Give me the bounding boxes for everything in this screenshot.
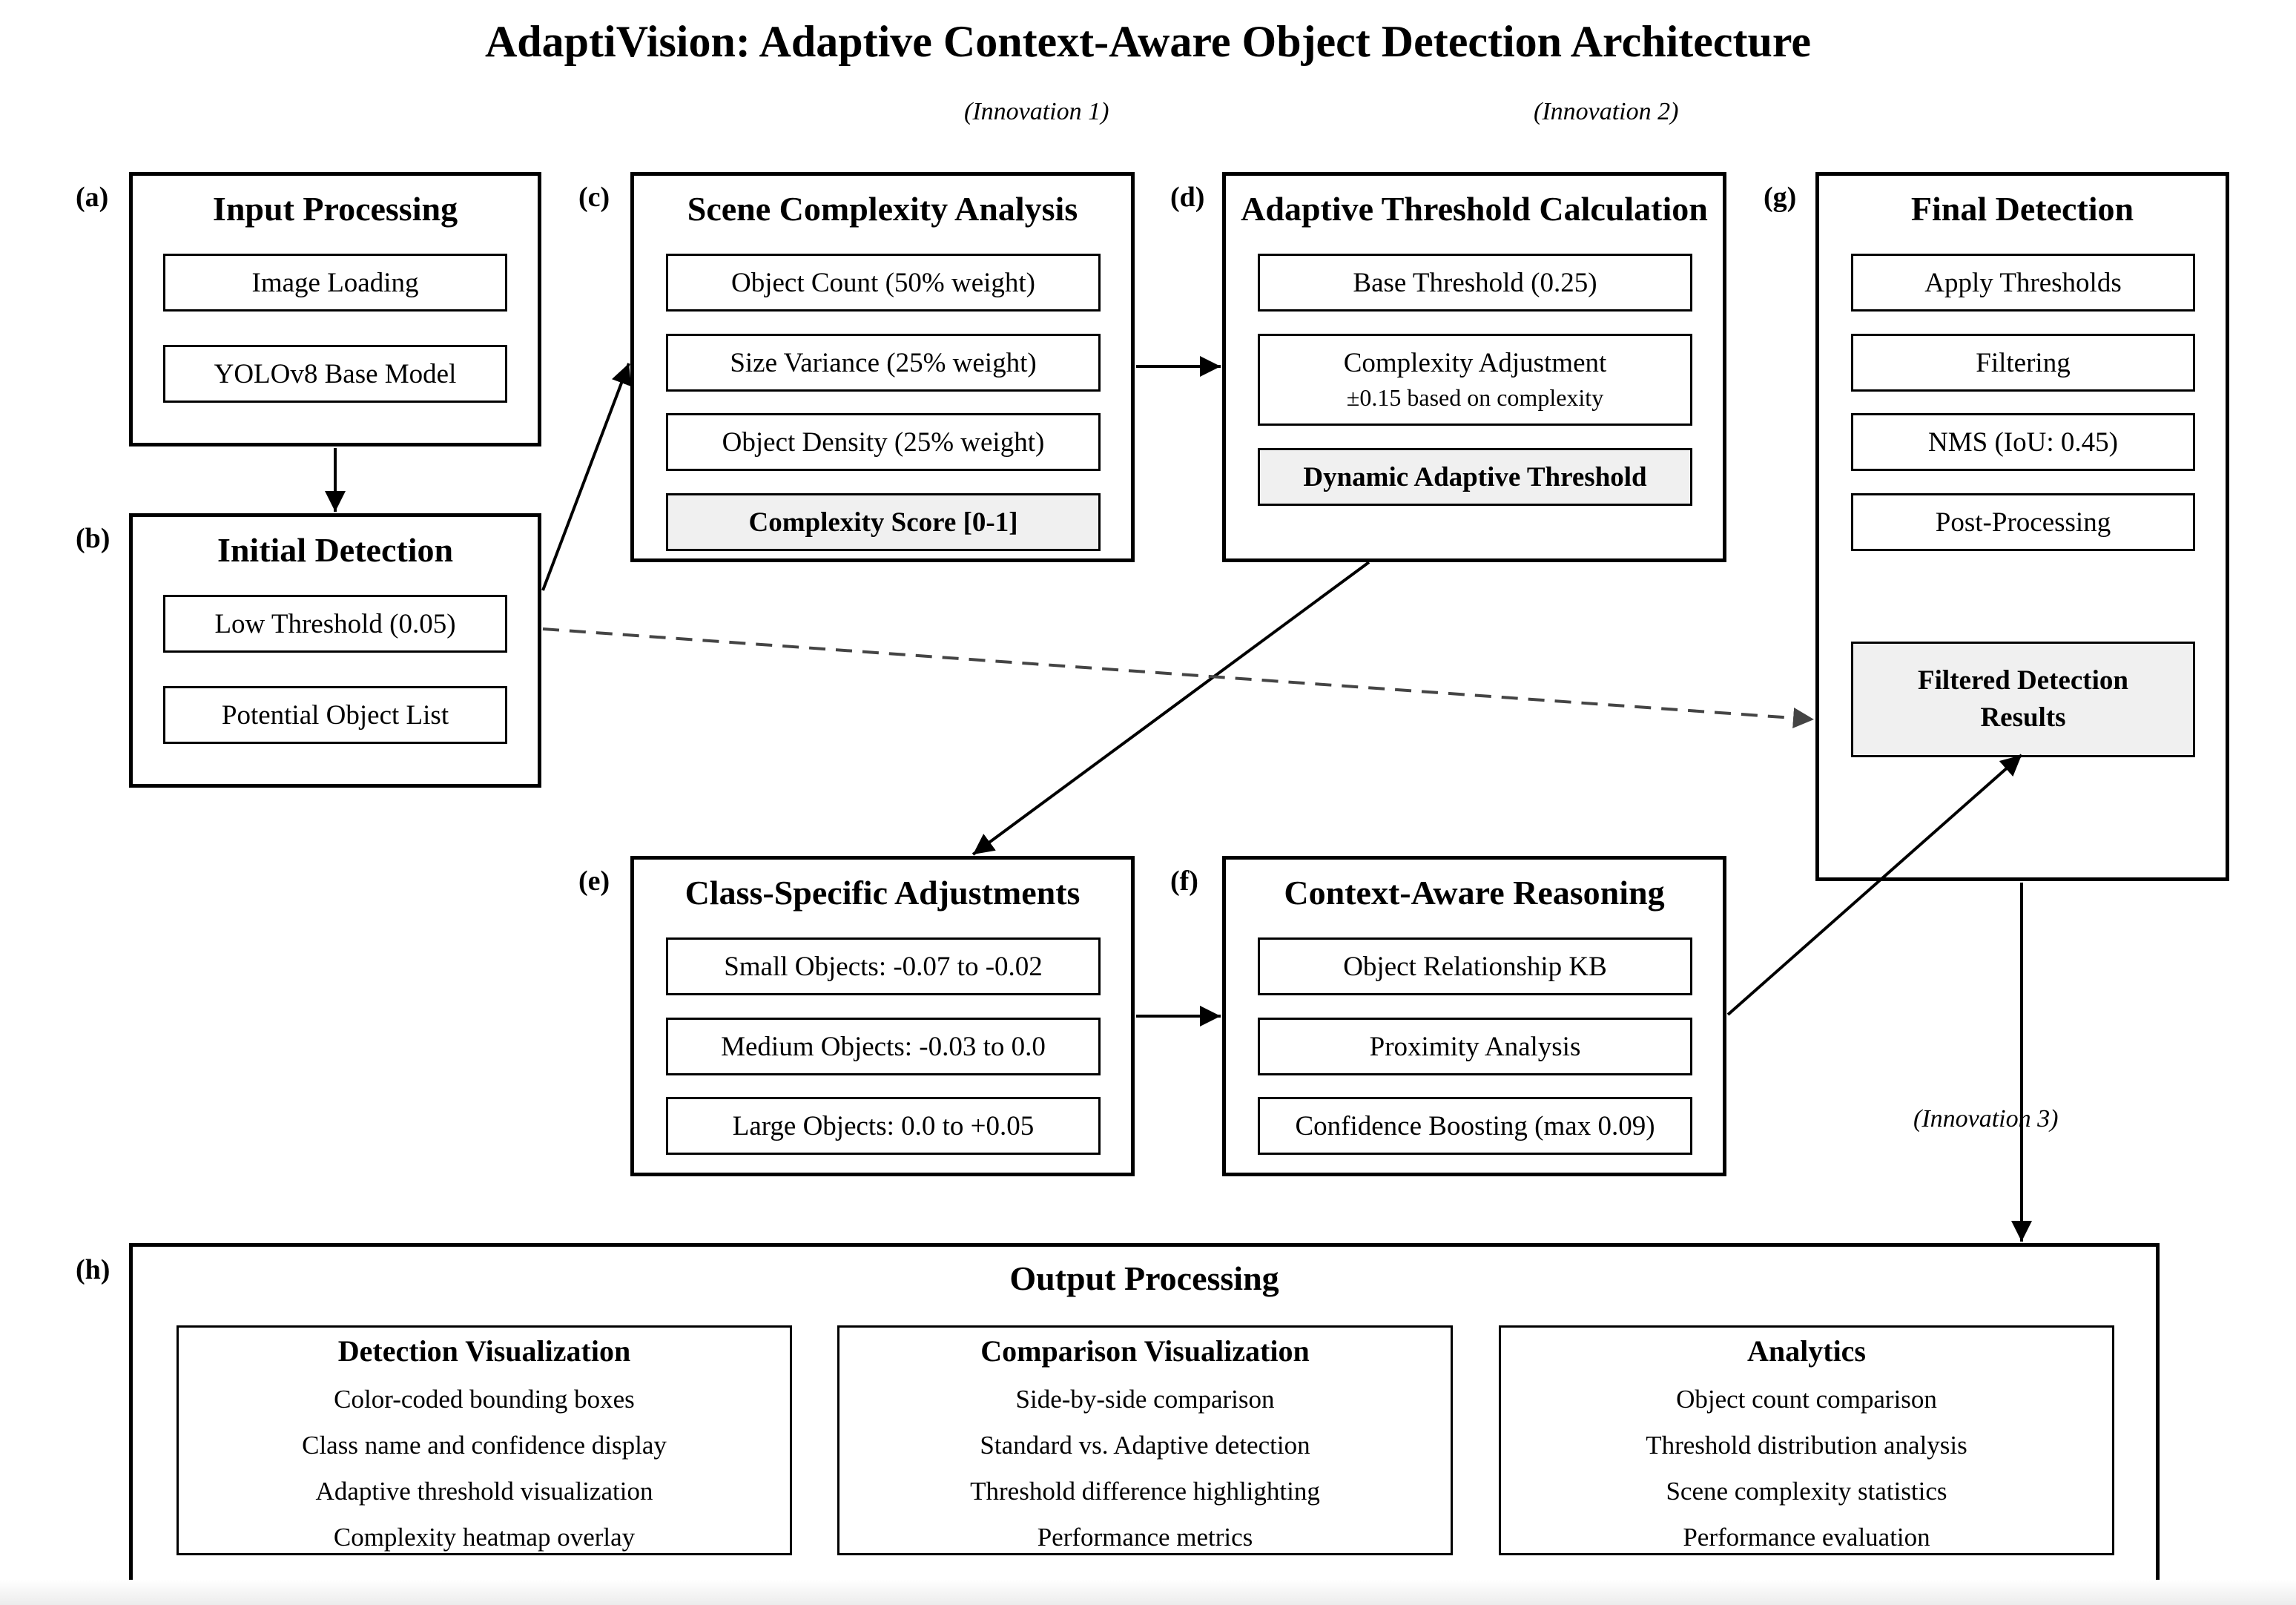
output-line: Class name and confidence display (302, 1431, 667, 1460)
item-base-threshold: Base Threshold (0.25) (1258, 254, 1692, 312)
item-image-loading: Image Loading (163, 254, 507, 312)
output-comparison-visualization: Comparison Visualization Side-by-side co… (837, 1325, 1453, 1555)
arrow-d-to-e (971, 561, 1370, 856)
item-line-2: Results (1980, 702, 2066, 733)
output-line: Color-coded bounding boxes (334, 1385, 635, 1414)
panel-final-detection: Final Detection Apply Thresholds Filteri… (1815, 172, 2229, 881)
item-nms: NMS (IoU: 0.45) (1851, 413, 2195, 471)
arrow-b-to-g-dashed (542, 627, 1815, 728)
output-column-title: Comparison Visualization (980, 1334, 1310, 1368)
output-line: Complexity heatmap overlay (333, 1523, 636, 1552)
arrow-f-to-g (1726, 754, 2023, 1016)
item-complexity-score: Complexity Score [0-1] (666, 493, 1101, 551)
diagram-title: AdaptiVision: Adaptive Context-Aware Obj… (484, 17, 1812, 66)
panel-title: Adaptive Threshold Calculation (1241, 190, 1708, 228)
output-line: Threshold difference highlighting (970, 1477, 1320, 1506)
panel-tag-d: (d) (1170, 182, 1205, 213)
panel-class-specific-adjustments: Class-Specific Adjustments Small Objects… (630, 856, 1135, 1176)
panel-title: Scene Complexity Analysis (687, 190, 1078, 228)
output-line: Side-by-side comparison (1015, 1385, 1275, 1414)
panel-initial-detection: Initial Detection Low Threshold (0.05) P… (129, 513, 541, 788)
item-apply-thresholds: Apply Thresholds (1851, 254, 2195, 312)
output-column-title: Detection Visualization (337, 1334, 631, 1368)
item-filtered-detection-results: Filtered Detection Results (1851, 642, 2195, 757)
item-object-density: Object Density (25% weight) (666, 413, 1101, 471)
panel-tag-g: (g) (1764, 182, 1797, 213)
panel-tag-a: (a) (76, 182, 109, 213)
panel-title: Context-Aware Reasoning (1284, 874, 1665, 912)
item-small-objects: Small Objects: -0.07 to -0.02 (666, 937, 1101, 995)
item-confidence-boosting: Confidence Boosting (max 0.09) (1258, 1097, 1692, 1155)
innovation-2-label: (Innovation 2) (1534, 98, 1679, 125)
panel-tag-e: (e) (578, 866, 610, 897)
innovation-3-label: (Innovation 3) (1913, 1105, 2059, 1133)
panel-adaptive-threshold-calculation: Adaptive Threshold Calculation Base Thre… (1222, 172, 1726, 562)
panel-input-processing: Input Processing Image Loading YOLOv8 Ba… (129, 172, 541, 446)
panel-scene-complexity-analysis: Scene Complexity Analysis Object Count (… (630, 172, 1135, 562)
output-line: Performance evaluation (1683, 1523, 1930, 1552)
output-line: Performance metrics (1037, 1523, 1253, 1552)
output-line: Standard vs. Adaptive detection (980, 1431, 1310, 1460)
panel-title: Final Detection (1910, 190, 2134, 228)
panel-context-aware-reasoning: Context-Aware Reasoning Object Relations… (1222, 856, 1726, 1176)
item-proximity-analysis: Proximity Analysis (1258, 1018, 1692, 1075)
output-line: Scene complexity statistics (1666, 1477, 1947, 1506)
panel-tag-c: (c) (578, 182, 610, 213)
panel-title: Class-Specific Adjustments (684, 874, 1081, 912)
panel-title: Input Processing (212, 190, 458, 228)
item-post-processing: Post-Processing (1851, 493, 2195, 551)
item-filtering: Filtering (1851, 334, 2195, 392)
item-line-1: Filtered Detection (1918, 665, 2128, 696)
output-analytics: Analytics Object count comparison Thresh… (1499, 1325, 2114, 1555)
item-sub-text: ±0.15 based on complexity (1346, 384, 1604, 412)
output-line: Object count comparison (1676, 1385, 1937, 1414)
panel-tag-h: (h) (76, 1254, 110, 1285)
item-medium-objects: Medium Objects: -0.03 to 0.0 (666, 1018, 1101, 1075)
item-main-text: Complexity Adjustment (1343, 348, 1607, 379)
output-line: Adaptive threshold visualization (315, 1477, 653, 1506)
arrow-b-to-c (541, 363, 632, 591)
innovation-1-label: (Innovation 1) (964, 98, 1109, 125)
panel-title: Output Processing (1009, 1259, 1279, 1297)
item-dynamic-adaptive-threshold: Dynamic Adaptive Threshold (1258, 448, 1692, 506)
item-low-threshold: Low Threshold (0.05) (163, 595, 507, 653)
panel-tag-f: (f) (1170, 866, 1198, 897)
item-potential-object-list: Potential Object List (163, 686, 507, 744)
panel-title: Initial Detection (217, 531, 454, 569)
bottom-edge-shade (0, 1580, 2296, 1605)
output-detection-visualization: Detection Visualization Color-coded boun… (177, 1325, 792, 1555)
panel-tag-b: (b) (76, 523, 110, 554)
item-object-count: Object Count (50% weight) (666, 254, 1101, 312)
item-size-variance: Size Variance (25% weight) (666, 334, 1101, 392)
panel-output-processing: Output Processing Detection Visualizatio… (129, 1243, 2160, 1587)
item-object-relationship-kb: Object Relationship KB (1258, 937, 1692, 995)
item-large-objects: Large Objects: 0.0 to +0.05 (666, 1097, 1101, 1155)
output-line: Threshold distribution analysis (1646, 1431, 1967, 1460)
item-yolov8-base-model: YOLOv8 Base Model (163, 345, 507, 403)
item-complexity-adjustment: Complexity Adjustment ±0.15 based on com… (1258, 334, 1692, 426)
output-column-title: Analytics (1747, 1334, 1866, 1368)
